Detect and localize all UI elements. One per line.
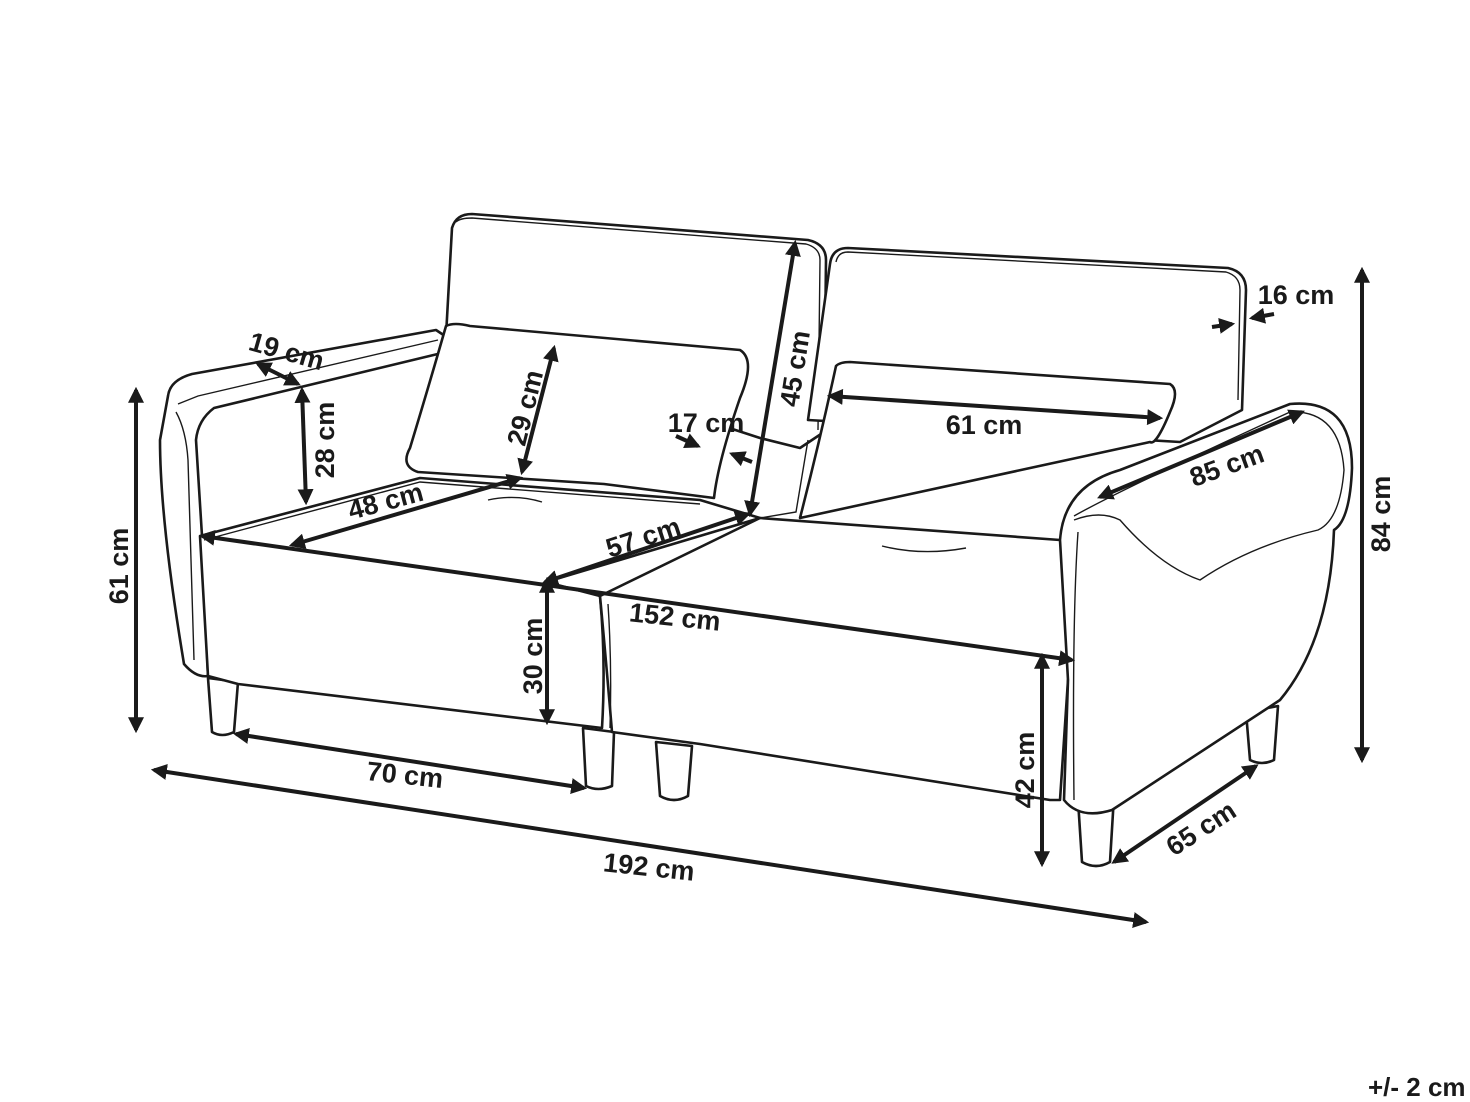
arrow-back-thickness-b <box>1248 307 1275 324</box>
arrow-back-thickness-a <box>1211 317 1236 334</box>
label-seat-thickness: 30 cm <box>518 618 548 695</box>
leg-back-center <box>654 740 694 802</box>
arrow-cushion-height <box>517 344 559 476</box>
label-base-length: 70 cm <box>365 756 444 794</box>
backrest-left-piping <box>455 217 821 431</box>
arrow-armrest-width <box>255 362 301 386</box>
label-cushion-depth: 17 cm <box>668 408 745 438</box>
tolerance-note: +/- 2 cm <box>1368 1072 1466 1102</box>
arrow-backrest-height <box>744 239 801 518</box>
arrow-armrest-height-above-seat <box>294 386 314 506</box>
pillow-left <box>405 322 750 500</box>
leg-front-center <box>581 726 616 791</box>
label-total-height: 84 cm <box>1366 476 1396 553</box>
backrest-right-piping <box>835 251 1241 401</box>
arrow-armrest-length <box>1097 409 1305 500</box>
label-back-thickness: 16 cm <box>1258 280 1335 310</box>
label-cushion-width: 61 cm <box>946 410 1023 440</box>
leg-front-left <box>206 676 240 737</box>
arrow-cushion-depth-a <box>675 433 701 448</box>
sofa-illustration <box>158 212 1354 868</box>
label-total-width: 192 cm <box>602 847 696 886</box>
label-armrest-height-above-seat: 28 cm <box>310 402 340 479</box>
seat-divider <box>759 439 809 519</box>
arrow-cushion-depth-b <box>729 451 753 467</box>
dimension-arrows <box>128 239 1370 928</box>
label-armrest-height: 61 cm <box>104 528 134 605</box>
label-seat-height: 42 cm <box>1010 732 1040 809</box>
armrest-left-top-piping <box>177 339 439 405</box>
arrow-total-width <box>150 764 1150 928</box>
leg-back-right <box>1244 704 1280 765</box>
armrest-left-piping <box>175 411 195 661</box>
arrow-seat-width-total <box>198 529 1076 667</box>
armrest-left <box>158 328 450 678</box>
